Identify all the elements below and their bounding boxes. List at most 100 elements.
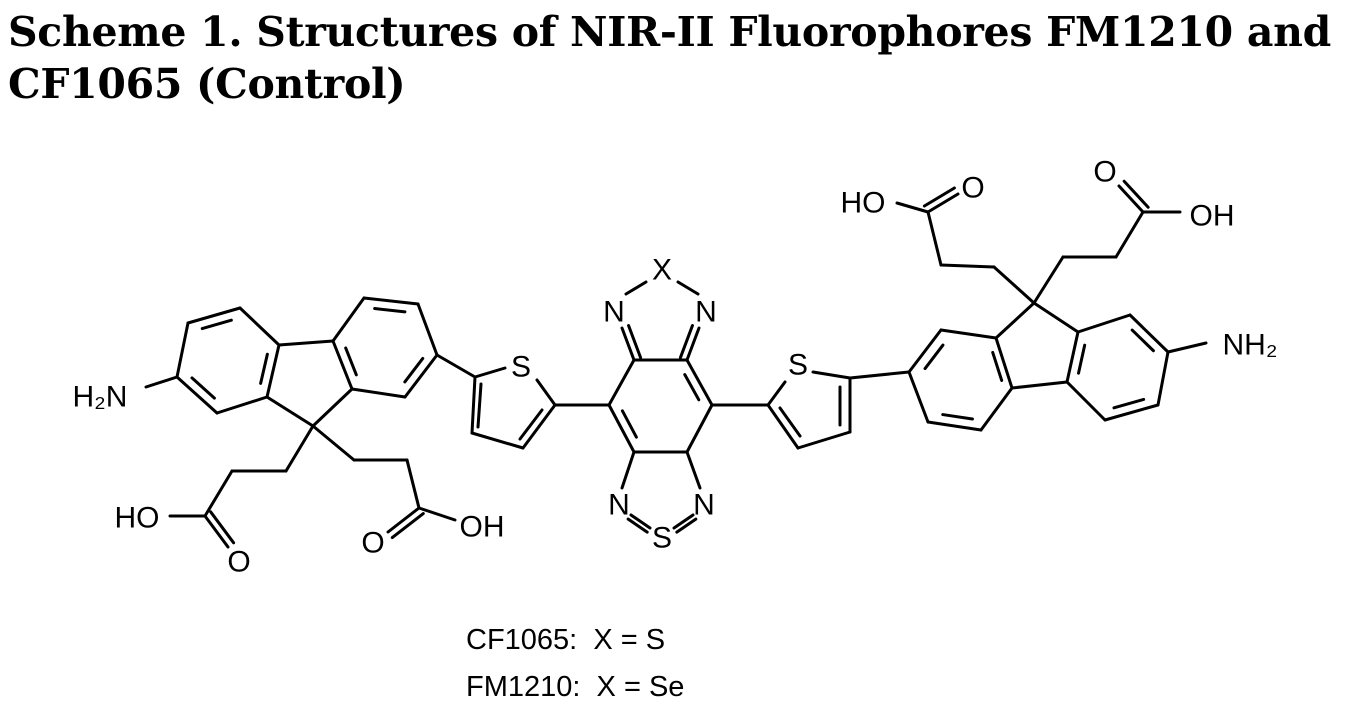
bond [685,358,714,407]
bond [265,395,315,428]
carbonyl-o-left-a: O [227,546,250,579]
n-bottom-right: N [693,489,715,522]
bond [926,192,960,214]
hydroxyl-left-b: OH [460,511,505,544]
bond [629,513,652,530]
bond [895,201,930,214]
legend-fm1210: FM1210: X = Se [466,671,685,703]
s-bottom: S [652,522,672,555]
bond [676,280,700,296]
bond [848,370,911,380]
bond [417,506,457,522]
bond [215,395,269,415]
carbonyl-o-right-b: O [1093,156,1116,189]
legend-cf1065: CF1065: X = S [466,624,666,656]
bond [1076,313,1132,334]
hydroxyl-right-a: HO [841,187,886,220]
bond [624,280,648,296]
bond [1032,255,1065,305]
bond [766,380,787,407]
bond [678,324,694,360]
bond [907,328,943,374]
bond [620,450,636,490]
bond [470,375,477,435]
bond [685,450,702,490]
title-line-2: CF1065 (Control) [8,60,406,108]
bond [190,376,216,400]
bond [627,324,643,360]
bond [607,358,636,407]
hydroxyl-left-a: HO [115,502,160,535]
bond [390,512,425,540]
bond [203,514,230,549]
bond [1166,341,1208,354]
bond [675,517,698,534]
bonds [144,179,1208,549]
bond [259,352,269,385]
amine-right: NH₂ [1223,329,1278,362]
carbonyl-o-left-b: O [361,527,384,560]
bond [992,265,1036,305]
thiophene-s-right: S [788,349,808,382]
bond [1117,184,1145,214]
title-line-1: Scheme 1. Structures of NIR-II Fluoropho… [8,8,1332,56]
bond [685,403,714,454]
bond [1130,328,1155,353]
bond [277,339,335,347]
bond [535,378,557,407]
thiophene-s-left: S [511,351,531,384]
bond [403,353,439,399]
atom-labels: H₂N NH₂ HO O O OH HO O O OH S S X N N N … [73,156,1278,579]
bond [626,517,649,534]
bond [284,424,315,473]
bond [811,370,852,380]
bond [203,469,234,518]
bond [1103,403,1160,422]
bond [1112,397,1146,410]
bond [923,343,945,371]
x-atom: X [652,254,672,287]
bond [435,353,477,379]
bond [311,424,356,462]
bond [994,336,1014,390]
bond [1128,313,1170,354]
bond [200,318,233,331]
bond [778,406,802,438]
bond [991,350,1004,382]
bond [926,420,983,432]
bond [311,387,354,428]
bond [344,346,358,377]
bond [175,321,190,379]
bond [1065,330,1080,384]
bond [175,375,219,415]
amine-left: H₂N [73,381,128,414]
bond [186,306,242,325]
bond [209,510,236,545]
bond [476,382,483,429]
bond [620,326,636,362]
bond [373,307,407,314]
bond [350,387,407,399]
n-top-left: N [603,296,625,329]
scheme-title: Scheme 1. Structures of NIR-II Fluoropho… [8,6,1331,110]
bond [766,403,800,450]
bond [939,263,996,269]
bond [1156,350,1170,407]
bond [796,430,852,450]
bond [907,370,930,424]
bond [607,403,636,454]
bond [1032,301,1080,334]
bond [922,186,956,208]
bond [331,339,354,391]
bond [416,302,439,357]
bond [941,413,974,421]
bond [979,386,1014,432]
bond [1114,210,1145,259]
bond [521,403,557,450]
bond [939,328,998,340]
bond [685,326,701,362]
bond [1077,343,1087,375]
bond [470,431,525,450]
bond [144,375,179,389]
